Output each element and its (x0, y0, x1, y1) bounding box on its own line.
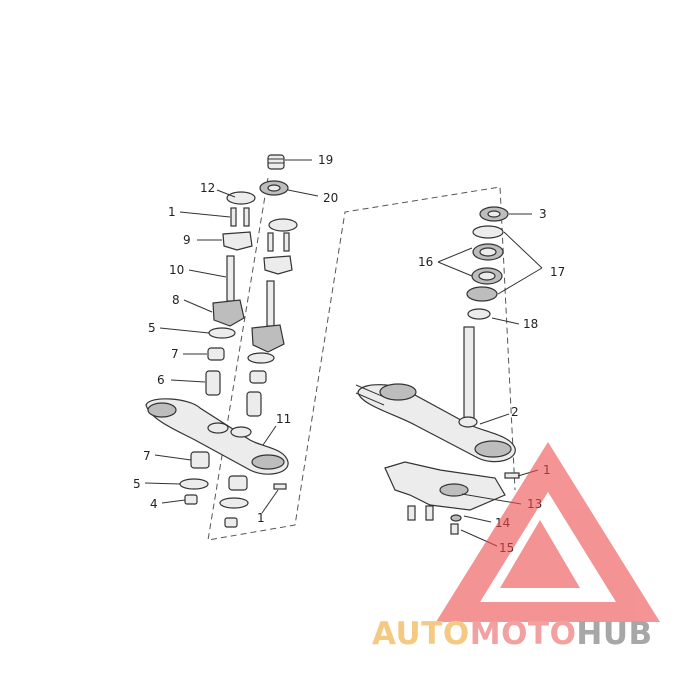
part-10-long-bolt (226, 255, 235, 302)
part-6-spacer-b (246, 391, 262, 417)
part-18-seal (467, 308, 491, 320)
callout-10: 10 (169, 263, 184, 277)
callout-1-upper: 1 (168, 205, 176, 219)
callout-2: 2 (511, 405, 519, 419)
callout-12: 12 (200, 181, 215, 195)
part-7-lower-bushing-b (228, 475, 248, 491)
part-7-bushing-b (249, 370, 267, 384)
part-10-long-bolt-b (266, 280, 275, 327)
part-11-lower-triple-clamp (145, 398, 289, 475)
screws-14-15 (407, 505, 462, 535)
part-4-nut (184, 494, 198, 505)
part-8-riser (212, 299, 245, 327)
callout-18: 18 (523, 317, 538, 331)
part-2-steering-yoke (355, 383, 516, 463)
leader-lines (144, 159, 543, 547)
watermark-word-hub: HUB (576, 616, 653, 652)
part-5-washer (208, 327, 236, 339)
callout-11: 11 (276, 412, 291, 426)
callout-7-lower: 7 (143, 449, 151, 463)
assembly-outline (207, 177, 516, 541)
watermark-word-moto: MOTO (469, 616, 577, 652)
callout-16: 16 (418, 255, 433, 269)
part-6-spacer (205, 370, 221, 396)
bearing-stack-16-17 (466, 225, 504, 302)
callout-20: 20 (323, 191, 338, 205)
part-1-right-bolt (504, 472, 520, 479)
part-7-lower-bushing (190, 451, 210, 469)
part-8-riser-b (251, 324, 285, 353)
callout-5-upper: 5 (148, 321, 156, 335)
callout-5-lower: 5 (133, 477, 141, 491)
part-4-nut-b (224, 517, 238, 528)
steering-stem (463, 326, 475, 420)
part-19-bolt (267, 154, 285, 170)
watermark-wordmark: AUTOMOTOHUB (372, 616, 653, 652)
part-1-lower-bolt (273, 483, 287, 490)
part-12-plate (226, 191, 256, 205)
callout-9: 9 (183, 233, 191, 247)
callout-8: 8 (172, 293, 180, 307)
part-5-washer-b (247, 352, 275, 364)
part-12-plate-b (268, 218, 298, 232)
callout-7-upper: 7 (171, 347, 179, 361)
callout-17: 17 (550, 265, 565, 279)
callout-3: 3 (539, 207, 547, 221)
part-9-clamp-b (263, 255, 293, 275)
part-7-bushing (207, 347, 225, 361)
part-1-bolts-upper (230, 207, 290, 252)
watermark-word-auto: AUTO (372, 616, 470, 652)
callout-6: 6 (157, 373, 165, 387)
callout-4: 4 (150, 497, 158, 511)
part-5-lower-washer-b (219, 497, 249, 509)
part-5-lower-washer (179, 478, 209, 490)
callout-1-lower: 1 (257, 511, 265, 525)
part-9-clamp (222, 231, 253, 251)
callout-19: 19 (318, 153, 333, 167)
watermark-triangle-logo (436, 442, 660, 622)
